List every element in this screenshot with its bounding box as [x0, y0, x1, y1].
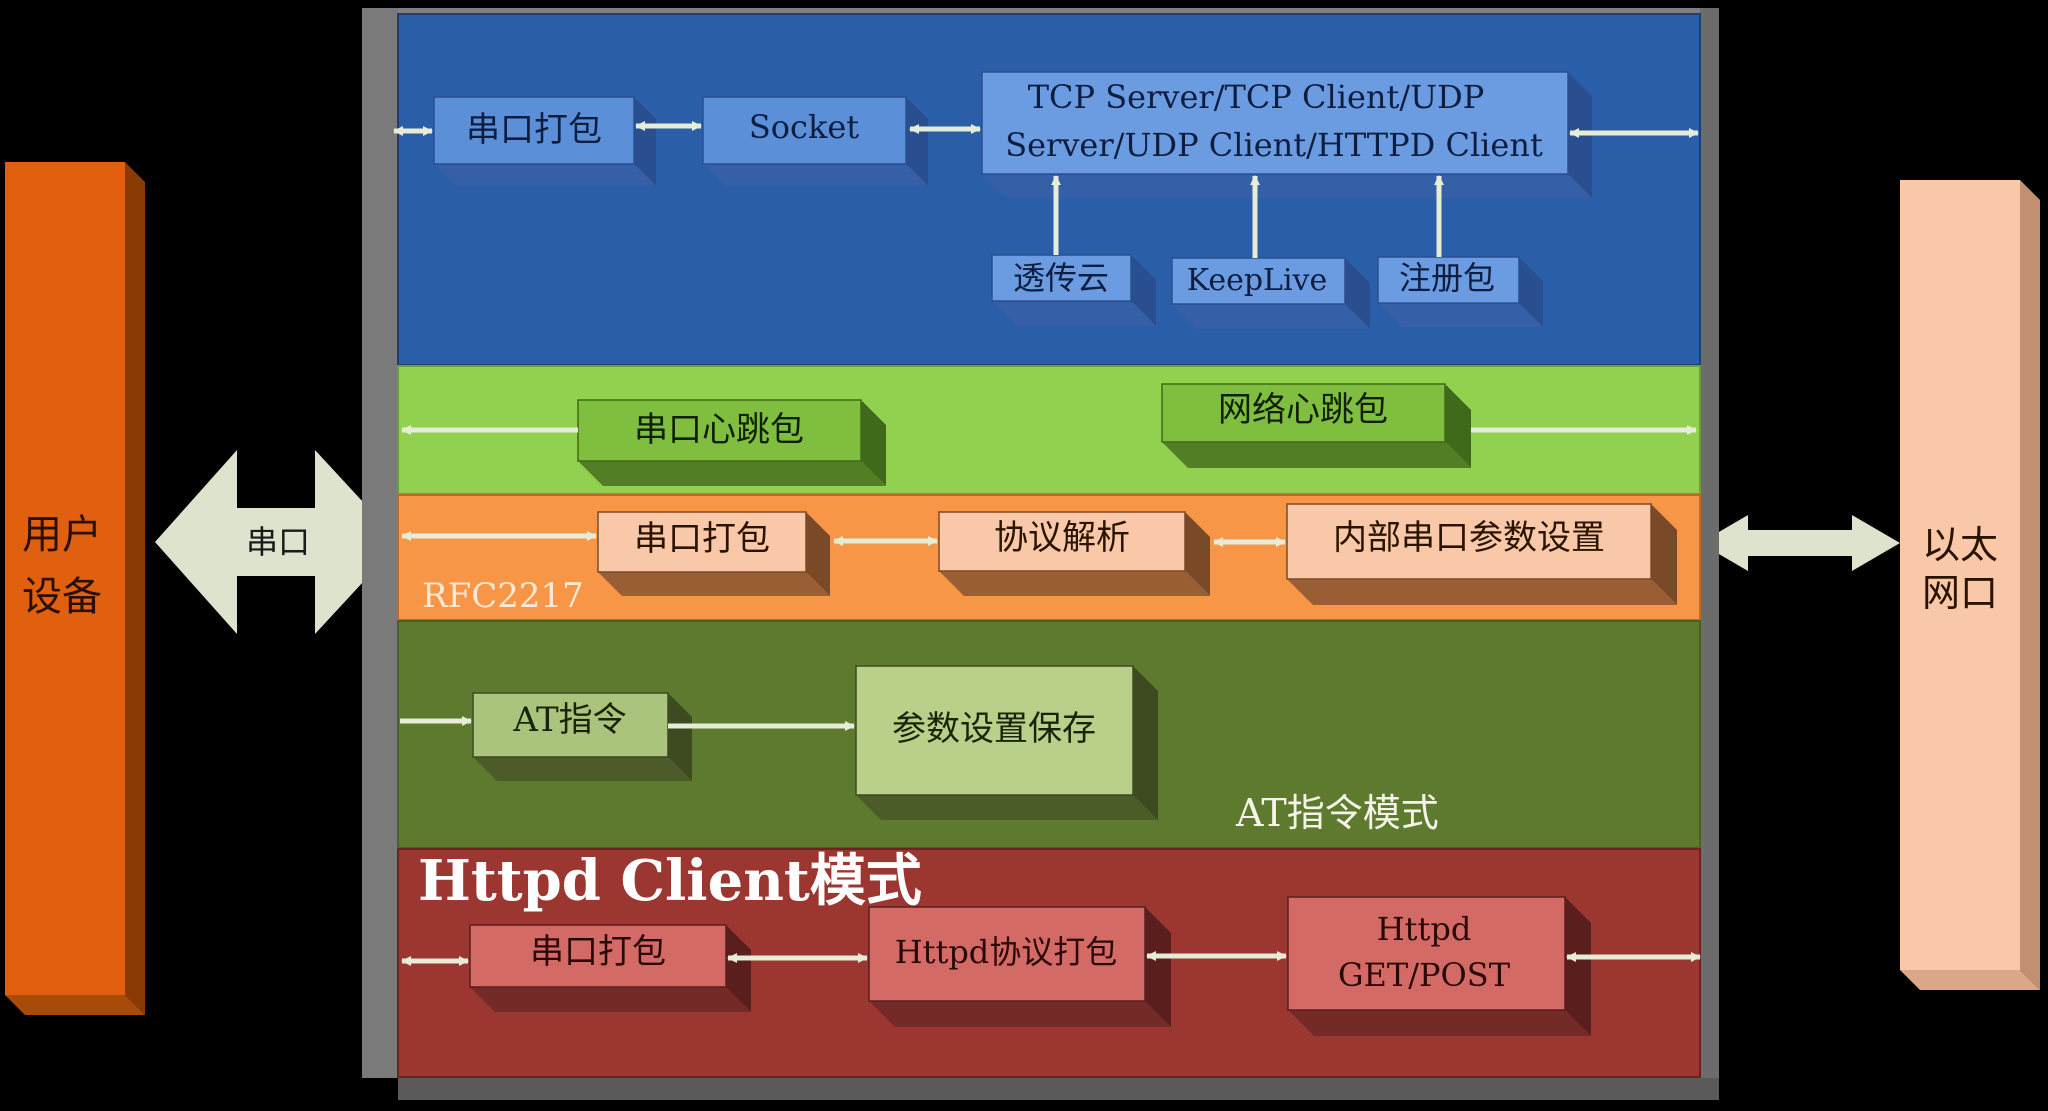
httpd-get-post-box: Httpd GET/POST: [1287, 896, 1591, 1036]
socket-serial-pack-label: 串口打包: [466, 110, 602, 150]
httpd-mode-band-label: Httpd Client模式: [418, 848, 922, 914]
user-device-label-line2: 设备: [22, 574, 102, 620]
protocol-parse-label: 协议解析: [994, 518, 1130, 558]
httpd-get-post-label-line2: GET/POST: [1338, 956, 1511, 994]
ethernet-label-line2: 网口: [1922, 571, 1998, 615]
register-packet-box: 注册包: [1377, 256, 1543, 327]
protocol-parse-box: 协议解析: [938, 511, 1210, 596]
httpd-protocol-pack-label: Httpd协议打包: [895, 933, 1118, 971]
tcp-udp-label-line1: TCP Server/TCP Client/UDP: [1028, 78, 1485, 116]
internal-serial-settings-label: 内部串口参数设置: [1333, 518, 1605, 558]
connector-arrows: [393, 121, 1701, 966]
register-packet-label: 注册包: [1399, 259, 1495, 297]
at-command-box: AT指令: [472, 692, 692, 781]
at-command-label: AT指令: [512, 700, 626, 740]
keepalive-label: KeepLive: [1187, 263, 1328, 298]
network-heartbeat-box: 网络心跳包: [1161, 383, 1471, 468]
socket-box: Socket: [702, 96, 928, 186]
httpd-serial-pack-box: 串口打包: [469, 924, 751, 1012]
serial-heartbeat-box: 串口心跳包: [577, 399, 886, 486]
httpd-serial-pack-label: 串口打包: [530, 932, 666, 972]
keepalive-box: KeepLive: [1171, 257, 1370, 329]
transparent-cloud-box: 透传云: [991, 254, 1156, 326]
param-save-box: 参数设置保存: [855, 665, 1158, 820]
tcp-udp-label-line2: Server/UDP Client/HTTPD Client: [1005, 126, 1543, 164]
socket-label: Socket: [749, 108, 859, 146]
transparent-cloud-label: 透传云: [1013, 259, 1109, 297]
serial-arrow-label: 串口: [246, 523, 310, 561]
user-device-label-line1: 用户: [22, 512, 102, 558]
rfc2217-band-label: RFC2217: [422, 576, 584, 616]
socket-serial-pack-box: 串口打包: [433, 96, 656, 186]
serial-double-arrow: 串口: [155, 450, 400, 634]
ethernet-label-line1: 以太: [1922, 523, 1998, 567]
serial-heartbeat-label: 串口心跳包: [634, 410, 804, 450]
user-device-block: 用户 设备: [5, 162, 145, 1015]
httpd-get-post-label-line1: Httpd: [1377, 910, 1472, 948]
rfc-serial-pack-box: 串口打包: [597, 511, 830, 596]
network-heartbeat-label: 网络心跳包: [1218, 390, 1388, 430]
ethernet-port-block: 以太 网口: [1900, 180, 2040, 990]
internal-serial-settings-box: 内部串口参数设置: [1286, 503, 1677, 605]
param-save-label: 参数设置保存: [892, 709, 1096, 749]
rfc-serial-pack-label: 串口打包: [634, 519, 770, 559]
httpd-protocol-pack-box: Httpd协议打包: [868, 906, 1171, 1027]
ethernet-double-arrow: [1700, 515, 1900, 571]
tcp-udp-protocols-box: TCP Server/TCP Client/UDP Server/UDP Cli…: [981, 71, 1592, 198]
at-mode-band-label: AT指令模式: [1235, 791, 1439, 835]
